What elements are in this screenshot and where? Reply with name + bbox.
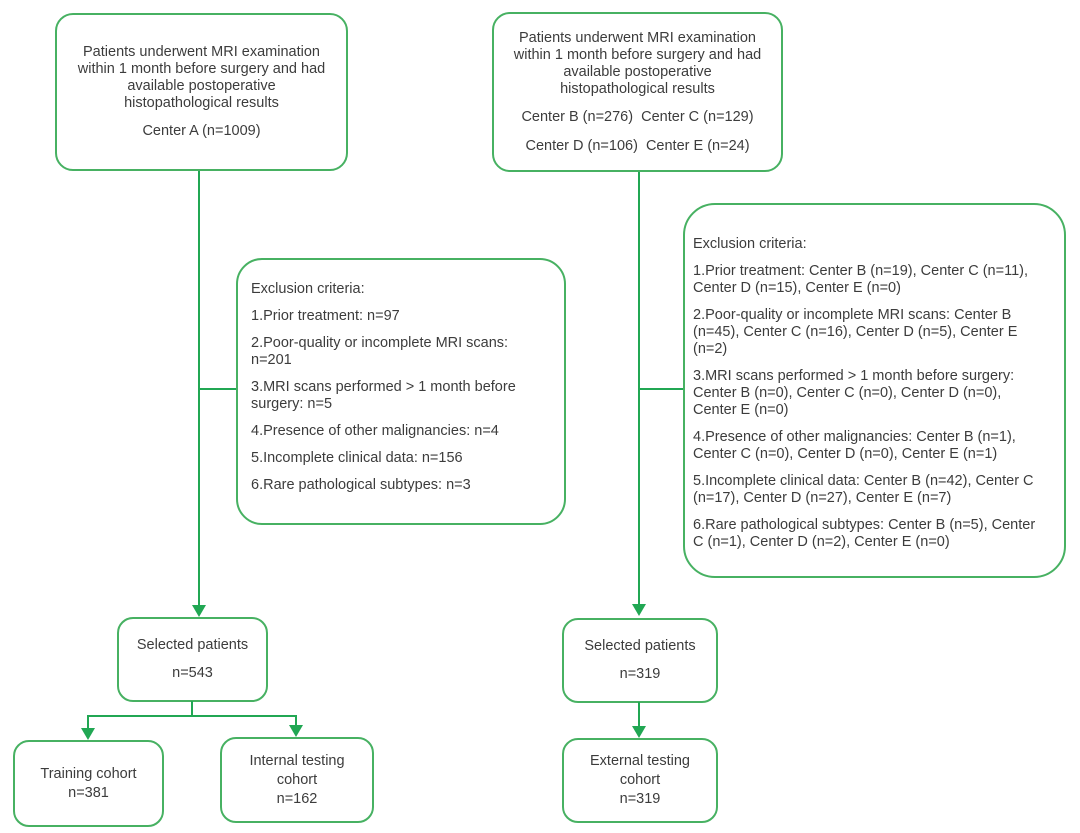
source-box-bcde-body: Patients underwent MRI examination withi…	[513, 29, 762, 97]
connector-to-internal-testing	[295, 715, 297, 726]
exclusion-item: 6.Rare pathological subtypes: n=3	[251, 477, 471, 493]
exclusion-item: 5.Incomplete clinical data: n=156	[251, 450, 463, 466]
source-box-center-a-count: Center A (n=1009)	[142, 123, 261, 139]
selected-patients-count: n=543	[172, 665, 213, 681]
training-cohort-box: Training cohort n=381	[13, 740, 164, 827]
exclusion-item: 3.MRI scans performed > 1 month before s…	[251, 379, 516, 412]
connector-branch-exclusion-left	[199, 388, 236, 390]
exclusion-item: 6.Rare pathological subtypes: Center B (…	[693, 517, 1036, 550]
selected-patients-box-left: Selected patients n=543	[117, 617, 268, 702]
exclusion-item: 4.Presence of other malignancies: n=4	[251, 423, 499, 439]
exclusion-item: 1.Prior treatment: n=97	[251, 308, 400, 324]
arrowhead-selected-left	[192, 605, 206, 617]
arrowhead-external-testing	[632, 726, 646, 738]
connector-split-bar	[87, 715, 297, 717]
arrowhead-training	[81, 728, 95, 740]
internal-testing-cohort-box: Internal testing cohort n=162	[220, 737, 374, 823]
connector-to-training	[87, 715, 89, 729]
connector-selected-right-to-external	[638, 702, 640, 727]
exclusion-item: 1.Prior treatment: Center B (n=19), Cent…	[693, 263, 1028, 296]
exclusion-title: Exclusion criteria:	[251, 281, 365, 297]
source-box-bcde-counts-bc: Center B (n=276) Center C (n=129)	[521, 108, 754, 125]
exclusion-item: 3.MRI scans performed > 1 month before s…	[693, 368, 1015, 418]
training-cohort-label: Training cohort	[40, 765, 137, 782]
internal-testing-cohort-label: Internal testing cohort	[249, 752, 345, 788]
exclusion-box-left: Exclusion criteria: 1.Prior treatment: n…	[236, 258, 566, 525]
source-box-center-a-body: Patients underwent MRI examination withi…	[77, 44, 326, 111]
arrowhead-internal-testing	[289, 725, 303, 737]
selected-patients-label: Selected patients	[584, 638, 696, 654]
external-testing-cohort-count: n=319	[619, 791, 661, 807]
arrowhead-selected-right	[632, 604, 646, 616]
source-box-bcde-counts-de: Center D (n=106) Center E (n=24)	[525, 137, 750, 154]
source-box-center-a: Patients underwent MRI examination withi…	[55, 13, 348, 171]
external-testing-cohort-box: External testing cohort n=319	[562, 738, 718, 823]
external-testing-cohort-label: External testing cohort	[590, 753, 690, 788]
internal-testing-cohort-count: n=162	[276, 790, 318, 807]
exclusion-item: 4.Presence of other malignancies: Center…	[693, 429, 1016, 462]
exclusion-item: 2.Poor-quality or incomplete MRI scans: …	[693, 307, 1018, 357]
exclusion-item: 2.Poor-quality or incomplete MRI scans: …	[251, 335, 509, 368]
selected-patients-box-right: Selected patients n=319	[562, 618, 718, 703]
connector-branch-exclusion-right	[639, 388, 683, 390]
exclusion-box-right: Exclusion criteria: 1.Prior treatment: C…	[683, 203, 1066, 578]
connector-selected-left-stem	[191, 701, 193, 716]
exclusion-title: Exclusion criteria:	[693, 236, 807, 252]
training-cohort-count: n=381	[68, 784, 109, 801]
selected-patients-count: n=319	[619, 666, 661, 682]
selected-patients-label: Selected patients	[136, 637, 249, 653]
source-box-centers-bcde: Patients underwent MRI examination withi…	[492, 12, 783, 172]
exclusion-item: 5.Incomplete clinical data: Center B (n=…	[693, 473, 1034, 506]
